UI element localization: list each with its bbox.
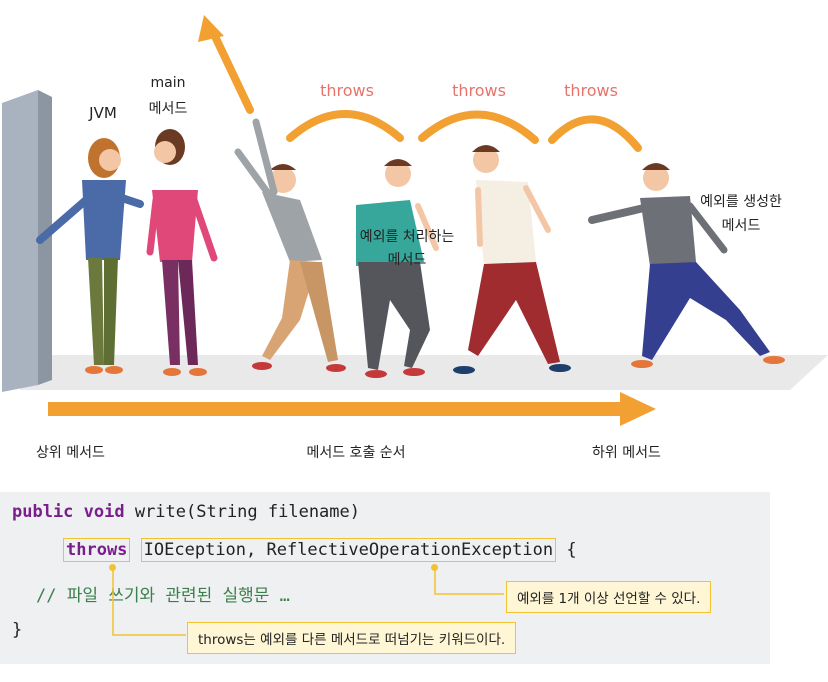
- callout-multiple-exceptions: 예외를 1개 이상 선언할 수 있다.: [506, 581, 712, 613]
- creator-label-line2: 메서드: [721, 218, 761, 234]
- main-label-line2: 메서드: [148, 101, 188, 117]
- call-order-label: 메서드 호출 순서: [306, 445, 406, 461]
- callout-dot-throws: [109, 564, 116, 571]
- lower-method-label: 하위 메서드: [592, 445, 661, 461]
- person-main: [146, 129, 218, 376]
- upper-method-label: 상위 메서드: [36, 445, 105, 461]
- code-keyword-public-void: public void: [12, 502, 125, 522]
- person-creator: [588, 163, 785, 368]
- handler-label-line2: 메서드: [387, 252, 427, 268]
- call-order-arrow: [48, 402, 623, 416]
- creator-label-line1: 예외를 생성한: [700, 194, 782, 210]
- throws-label-2: throws: [452, 81, 506, 100]
- up-arrow-head: [198, 15, 224, 42]
- code-exception-list: IOEception, ReflectiveOperationException: [140, 538, 557, 562]
- throws-arc-1: [286, 110, 404, 142]
- throws-arc-2: [418, 110, 539, 144]
- code-line-1: public void write(String filename): [12, 502, 360, 522]
- code-line-2: throws IOEception, ReflectiveOperationEx…: [63, 538, 577, 562]
- person-jvm: [36, 138, 144, 374]
- wall: [2, 90, 38, 392]
- code-open-brace: {: [556, 540, 577, 560]
- throws-label-3: throws: [564, 81, 618, 100]
- throws-label-1: throws: [320, 81, 374, 100]
- throws-arc-3: [548, 115, 642, 152]
- code-method-signature: write(String filename): [124, 502, 360, 522]
- handler-label-line1: 예외를 처리하는: [359, 229, 455, 245]
- code-keyword-throws: throws: [63, 538, 131, 562]
- callout-throws-description: throws는 예외를 다른 메서드로 떠넘기는 키워드이다.: [187, 622, 517, 654]
- person-handler: [356, 159, 439, 378]
- code-comment: // 파일 쓰기와 관련된 실행문 …: [36, 586, 290, 606]
- illustration-scene: [2, 15, 828, 426]
- person-middle: [453, 145, 571, 374]
- main-label-line1: main: [150, 75, 186, 91]
- callout-dot-exceptions: [431, 564, 438, 571]
- jvm-label: JVM: [89, 104, 117, 122]
- person-thrower-up: [234, 118, 346, 372]
- code-close-brace: }: [12, 620, 23, 640]
